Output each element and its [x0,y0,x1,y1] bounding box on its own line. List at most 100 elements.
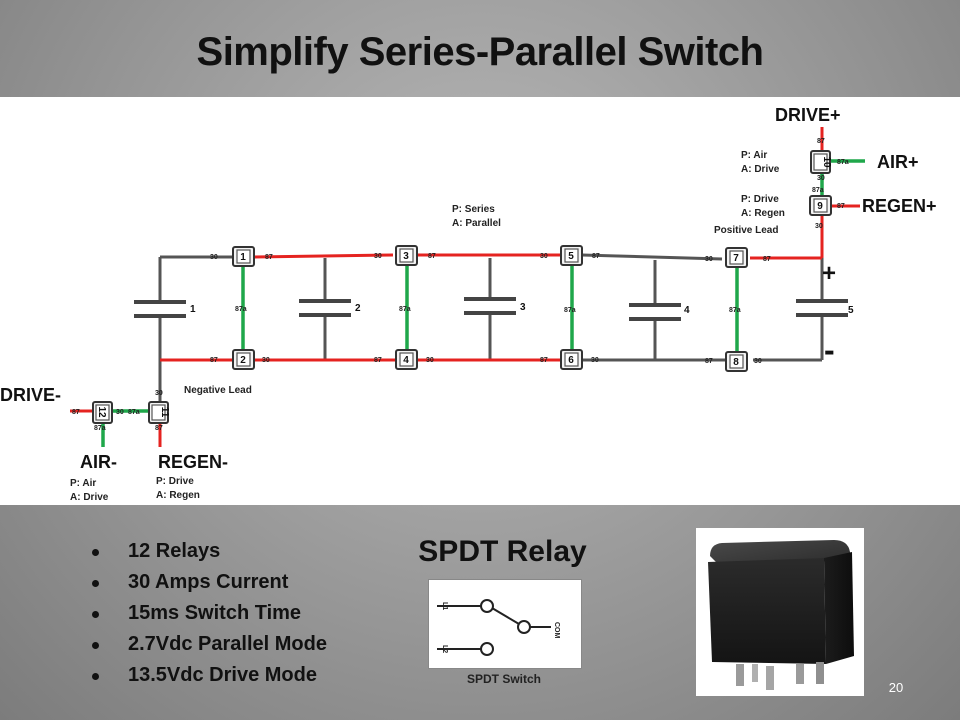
bullet-text: 13.5Vdc Drive Mode [128,664,317,686]
relay-12: 12 [92,401,113,424]
relay9-note-p: P: Drive [741,194,779,205]
bullet-item: 15ms Switch Time [92,598,327,629]
bullet-dot-icon [92,673,99,680]
pin-label: 30 [374,253,382,260]
relay-cube-image [708,540,854,690]
relay-8: 8 [725,351,748,372]
slide-title: Simplify Series-Parallel Switch [196,30,764,74]
pin-label: 30 [155,390,163,397]
bullet-text: 15ms Switch Time [128,602,302,624]
relay-number: 6 [568,355,574,366]
negative-lead-label: Negative Lead [184,385,252,396]
terminal-drive-plus: DRIVE+ [775,105,841,125]
relay-number: 11 [159,407,170,418]
relay11-note-a: A: Regen [156,490,200,501]
bullet-item: 2.7Vdc Parallel Mode [92,629,327,660]
capacitor-label: 1 [190,304,196,315]
relay11-note-p: P: Drive [156,476,194,487]
relay-9: 9 [809,195,832,216]
spdt-l2-label: L2 [441,645,448,653]
pin-label: 87 [374,357,382,364]
pin-labels: 30 87 87a 87 30 30 87 87a 87 30 30 87 87… [72,138,849,432]
pin-label: 87 [763,256,771,263]
relay-3: 3 [395,245,418,266]
relay-5: 5 [560,245,583,266]
pin-label: 87a [812,187,824,194]
pin-label: 87a [399,306,411,313]
bullet-text: 2.7Vdc Parallel Mode [128,633,327,655]
bullet-item: 30 Amps Current [92,567,327,598]
relay-2: 2 [232,349,255,370]
pin-label: 87 [540,357,548,364]
pin-label: 87a [729,307,741,314]
capacitor-4: 4 [629,303,690,321]
pin-label: 87 [837,203,845,210]
pin-label: 30 [426,357,434,364]
relay-1: 1 [232,246,255,267]
pin-label: 87 [210,357,218,364]
pin-label: 30 [817,175,825,182]
capacitor-2: 2 [299,299,361,317]
pin-label: 30 [210,254,218,261]
relay-number: 8 [733,357,739,368]
capacitor-label: 4 [684,305,690,316]
bullet-dot-icon [92,549,99,556]
red-wiring [70,127,860,447]
capacitor-label: 3 [520,302,526,313]
pin-label: 87a [564,307,576,314]
relay-number: 9 [817,201,823,212]
relay-number: 3 [403,251,409,262]
capacitor-label: 5 [848,305,854,316]
capacitor-5: 5 [796,299,854,317]
relay12-note-p: P: Air [70,478,96,489]
relay-6: 6 [560,349,583,370]
page-number: 20 [888,680,904,695]
spdt-switch-caption: SPDT Switch [466,672,541,686]
series-note-p: P: Series [452,204,495,215]
terminal-air-plus: AIR+ [877,152,919,172]
pin-label: 30 [815,223,823,230]
pin-label: 87a [235,306,247,313]
bullet-dot-icon [92,580,99,587]
pin-label: 87a [128,409,140,416]
terminal-drive-minus: DRIVE- [0,385,61,405]
relay9-note-a: A: Regen [741,208,785,219]
relay-photo [696,528,864,696]
relay-number: 1 [240,252,246,263]
relay12-note-a: A: Drive [70,492,109,503]
pin-label: 87a [837,159,849,166]
spdt-switch-schematic: L1 L2 COM [428,579,582,669]
pin-label: 87 [72,409,80,416]
spdt-l1-label: L1 [441,602,448,610]
pin-label: 87 [705,358,713,365]
relay-number: 4 [403,355,409,366]
pin-label: 87 [592,253,600,260]
relay10-note-a: A: Drive [741,164,780,175]
capacitor-3: 3 [464,297,526,315]
relay-number: 12 [96,406,107,418]
negative-sign: - [824,332,835,368]
relay-11: 11 [148,401,170,424]
series-note-a: A: Parallel [452,218,501,229]
pin-label: 30 [540,253,548,260]
relay-number: 2 [240,355,246,366]
relay10-note-p: P: Air [741,150,767,161]
pin-label: 87 [428,253,436,260]
pin-label: 87 [817,138,825,145]
positive-lead-label: Positive Lead [714,225,778,236]
capacitor-bank-wiring [158,253,824,405]
terminal-air-minus: AIR- [80,452,117,472]
capacitor-1: 1 [134,300,196,318]
pin-label: 30 [116,409,124,416]
spdt-com-label: COM [553,622,560,639]
pin-label: 87 [265,254,273,261]
relay-4: 4 [395,349,418,370]
pin-label: 30 [591,357,599,364]
bullet-item: 13.5Vdc Drive Mode [92,660,327,691]
relay-7: 7 [725,247,748,268]
terminal-regen-plus: REGEN+ [862,196,937,216]
bullet-text: 12 Relays [128,540,221,562]
relay-number: 10 [821,156,832,168]
pin-label: 87 [155,425,163,432]
positive-sign: + [822,260,836,287]
